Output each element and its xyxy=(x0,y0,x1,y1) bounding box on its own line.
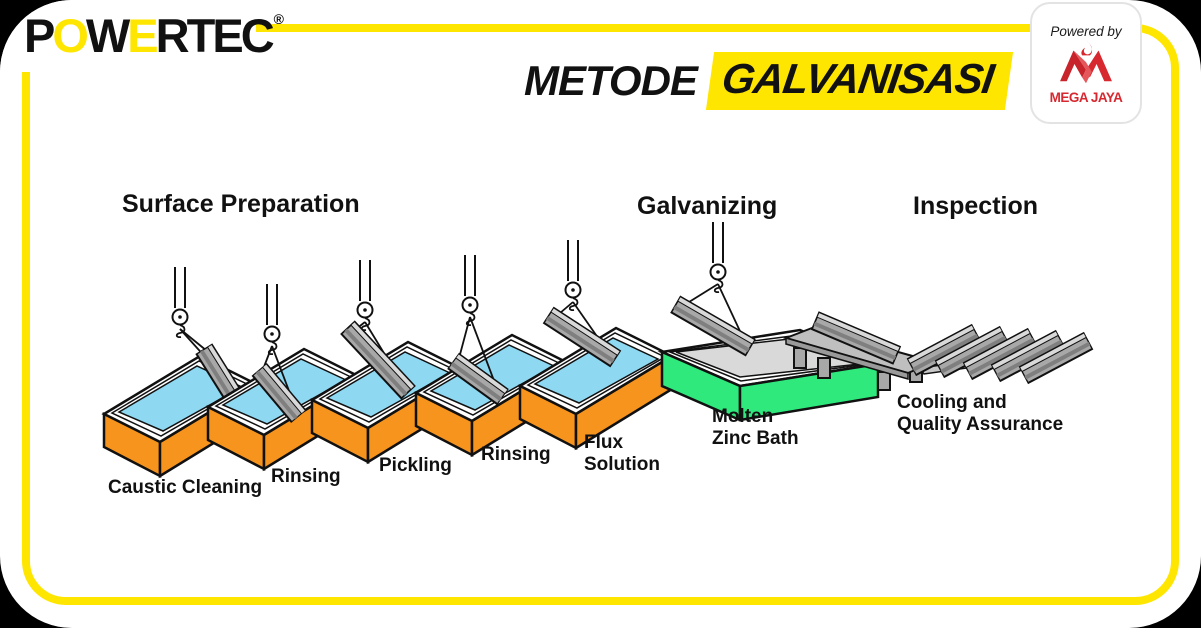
station-rinsing-2 xyxy=(414,254,570,457)
section-heading-inspection: Inspection xyxy=(913,192,1039,220)
section-heading-galvanizing: Galvanizing xyxy=(637,192,778,220)
station-beam-stack xyxy=(906,324,1094,384)
logo-letter: P xyxy=(24,9,55,62)
station-caustic-cleaning xyxy=(102,266,258,478)
label-cooling-quality-assurance: Cooling and Quality Assurance xyxy=(897,392,1064,436)
station-cooling-table xyxy=(782,311,938,391)
label-flux-solution: Flux Solution xyxy=(584,432,660,476)
powered-by-label: Powered by xyxy=(1050,24,1122,39)
powertec-logo: POWERTEC® xyxy=(24,8,284,63)
registered-mark: ® xyxy=(273,11,284,27)
title-prefix: METODE xyxy=(524,57,698,104)
yellow-border-frame xyxy=(22,24,1179,605)
label-rinsing-1: Rinsing xyxy=(271,466,341,487)
page-title: METODE GALVANISASI xyxy=(524,52,1013,110)
mega-jaya-logo-icon xyxy=(1060,39,1112,84)
section-heading-surface-preparation: Surface Preparation xyxy=(122,190,360,218)
label-caustic-cleaning: Caustic Cleaning xyxy=(108,477,263,498)
powered-by-card: Powered by MEGA JAYA xyxy=(1030,2,1142,124)
logo-letter: R xyxy=(155,9,190,62)
label-molten-zinc-bath: Molten Zinc Bath xyxy=(712,406,799,450)
label-rinsing-2: Rinsing xyxy=(481,444,551,465)
station-pickling xyxy=(310,259,466,464)
station-molten-zinc-bath xyxy=(657,221,883,422)
logo-letter: E xyxy=(212,9,243,62)
logo-letter: C xyxy=(240,9,275,62)
mega-jaya-wordmark: MEGA JAYA xyxy=(1049,90,1123,105)
logo-letter-bars: E xyxy=(127,9,158,62)
logo-background: POWERTEC® xyxy=(0,0,284,72)
logo-letter: W xyxy=(85,9,130,62)
label-pickling: Pickling xyxy=(379,455,452,476)
station-flux-solution xyxy=(518,239,674,450)
logo-letter-chainlink: O xyxy=(52,9,89,62)
logo-letter: T xyxy=(186,9,216,62)
station-rinsing-1 xyxy=(206,283,362,471)
